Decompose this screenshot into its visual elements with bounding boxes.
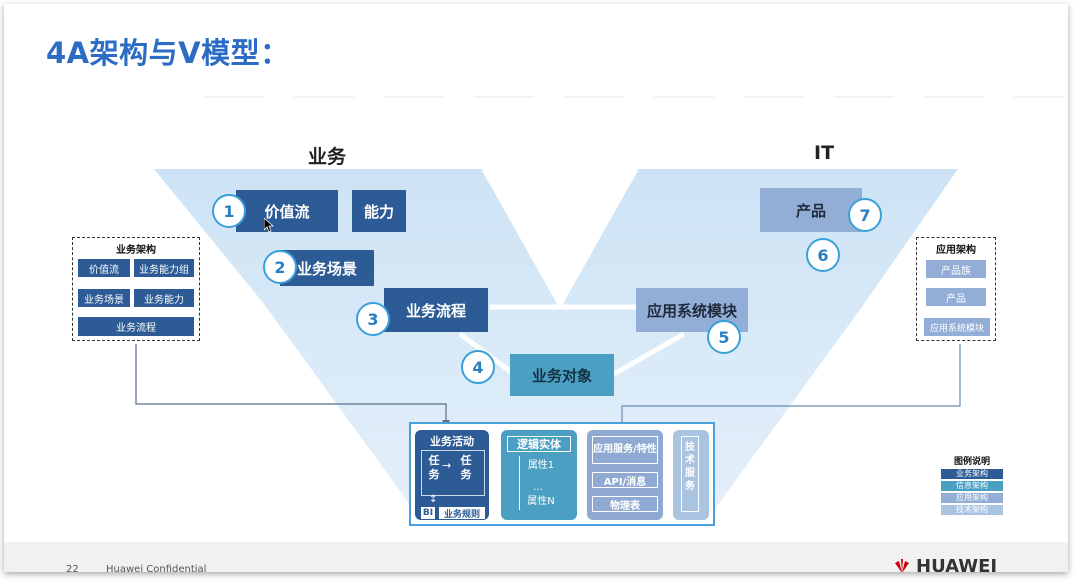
business-architecture-title: 业务架构 — [116, 245, 156, 256]
legend-application: 应用架构 — [941, 493, 1003, 503]
legend-item-capability: 业务能力 — [134, 289, 194, 307]
connector-right-legend — [621, 344, 961, 424]
step-3-badge: 3 — [356, 302, 390, 336]
step-5-badge: 5 — [707, 320, 741, 354]
box-product: 产品 — [760, 188, 862, 232]
business-activity-panel: 业务活动 任务 → 任务 ↕ BI 业务规则 — [415, 430, 489, 520]
entity-tree-line — [519, 456, 520, 510]
application-architecture-box: 应用架构 产品族 产品 应用系统模块 — [916, 237, 996, 341]
business-architecture-box: 业务架构 价值流 业务能力组 业务场景 业务能力 业务流程 — [72, 237, 200, 341]
box-process: 业务流程 — [384, 288, 488, 332]
legend-item-product: 产品 — [926, 288, 986, 306]
legend-item-scenario: 业务场景 — [78, 289, 130, 307]
attribute-ellipsis: … — [533, 482, 543, 493]
confidential-label: Huawei Confidential — [106, 564, 207, 572]
technical-service-label: 技术服务 — [681, 436, 699, 512]
legend-information: 信息架构 — [941, 481, 1003, 491]
step-6-badge: 6 — [806, 238, 840, 272]
business-rules-badge: 业务规则 — [439, 507, 485, 520]
step-4-badge: 4 — [461, 350, 495, 384]
page-title: 4A架构与V模型： — [46, 36, 290, 70]
legend-item-product-family: 产品族 — [926, 260, 986, 278]
business-activity-title: 业务活动 — [430, 435, 474, 448]
slide: 4A架构与V模型： 业务 IT 价值流 能力 业务场景 业务流程 业务对象 产品… — [4, 4, 1068, 572]
legend-item-app-module: 应用系统模块 — [924, 318, 990, 336]
connector-object-app — [612, 331, 686, 377]
attribute-1: 属性1 — [527, 460, 555, 471]
legend-item-process: 业务流程 — [78, 317, 194, 336]
mouse-cursor-icon — [263, 217, 275, 236]
task-group — [421, 450, 485, 496]
v-inner-edge — [481, 167, 639, 310]
page-number: 22 — [66, 564, 79, 572]
legend-item-capability-group: 业务能力组 — [134, 259, 194, 277]
step-2-badge: 2 — [263, 250, 297, 284]
legend-item-value-stream: 价值流 — [78, 259, 130, 277]
box-app-module: 应用系统模块 — [636, 288, 748, 332]
header-business: 业务 — [308, 146, 347, 168]
application-panel: 应用服务/特性 API/消息 物理表 — [587, 430, 663, 520]
app-service-feature: 应用服务/特性 — [592, 436, 658, 464]
technical-service-panel: 技术服务 — [673, 430, 709, 520]
task-arrow: → — [442, 459, 452, 472]
physical-table: 物理表 — [592, 496, 658, 512]
legend-title: 图例说明 — [953, 457, 990, 467]
box-value-stream: 价值流 — [236, 190, 338, 232]
logical-entity-title: 逻辑实体 — [507, 436, 571, 452]
api-message: API/消息 — [592, 472, 658, 488]
task-label-2: 任务 — [460, 454, 472, 481]
up-down-arrow-icon: ↕ — [429, 494, 438, 505]
legend-business: 业务架构 — [941, 469, 1003, 479]
decorative-dotted-line — [204, 96, 1064, 98]
attribute-n: 属性N — [527, 496, 555, 507]
bottom-architecture-group: 业务活动 任务 → 任务 ↕ BI 业务规则 逻辑实体 属性1 … 属性N 应用… — [409, 422, 715, 526]
huawei-brand: HUAWEI — [916, 556, 998, 572]
legend: 图例说明 业务架构 信息架构 应用架构 技术架构 — [932, 454, 1012, 516]
footer-bar — [4, 542, 1068, 572]
step-7-badge: 7 — [848, 198, 882, 232]
step-1-badge: 1 — [212, 194, 246, 228]
huawei-logo-icon — [892, 558, 912, 572]
legend-technology: 技术架构 — [941, 505, 1003, 515]
connector-left-legend — [135, 344, 447, 424]
application-architecture-title: 应用架构 — [936, 245, 976, 256]
task-label-1: 任务 — [428, 454, 440, 481]
box-business-object: 业务对象 — [510, 354, 614, 396]
header-it: IT — [814, 142, 835, 164]
box-capability: 能力 — [352, 190, 406, 232]
logical-entity-panel: 逻辑实体 属性1 … 属性N — [501, 430, 577, 520]
bi-badge: BI — [421, 507, 435, 519]
